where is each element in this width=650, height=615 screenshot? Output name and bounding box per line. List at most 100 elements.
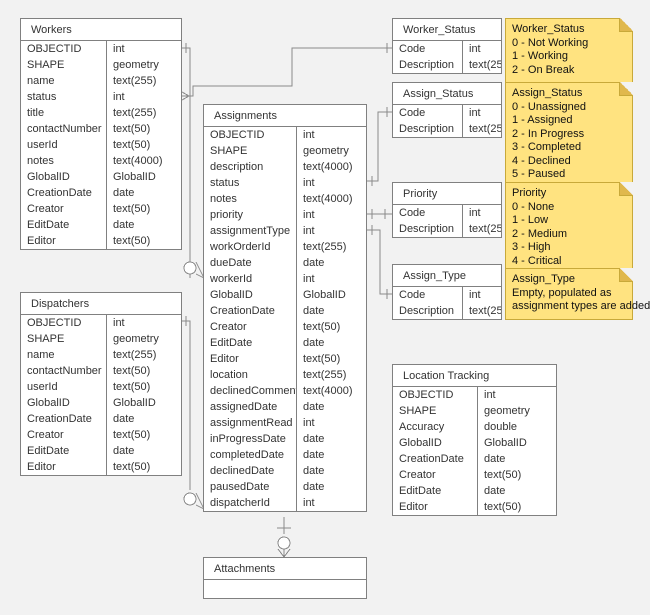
field-type: date bbox=[113, 187, 135, 199]
field-type: int bbox=[484, 389, 496, 401]
note-line: 2 - In Progress bbox=[512, 127, 585, 140]
field-table-attachments bbox=[204, 580, 366, 598]
entity-title-assignments: Assignments bbox=[204, 105, 366, 127]
note-title: Priority bbox=[512, 187, 547, 199]
field-type: text(50) bbox=[303, 321, 341, 333]
note-line: assignment types are added bbox=[512, 300, 650, 312]
note-line: 0 - None bbox=[512, 200, 555, 213]
field-type: date bbox=[303, 433, 325, 445]
field-type: text(50) bbox=[113, 365, 151, 377]
field-name: SHAPE bbox=[204, 143, 297, 159]
field-name: Creator bbox=[204, 319, 297, 335]
note-worker-status[interactable]: Worker_Status 0 - Not Working 1 - Workin… bbox=[505, 18, 633, 83]
field-type: GlobalID bbox=[113, 171, 156, 183]
field-name: GlobalID bbox=[21, 169, 107, 185]
entity-title-attachments: Attachments bbox=[204, 558, 366, 580]
note-line: 4 - Declined bbox=[512, 154, 571, 167]
field-type: date bbox=[303, 305, 325, 317]
note-title: Assign_Type bbox=[512, 273, 575, 285]
entity-title-worker-status: Worker_Status bbox=[393, 19, 501, 41]
field-type: int bbox=[303, 417, 315, 429]
field-type: text(50) bbox=[113, 123, 151, 135]
link-assignments-type-to-assign-type bbox=[367, 225, 392, 299]
field-name: CreationDate bbox=[204, 303, 297, 319]
note-fold-icon bbox=[619, 18, 633, 32]
note-assign-type[interactable]: Assign_Type Empty, populated as assignme… bbox=[505, 268, 650, 320]
link-assignments-priority-to-priority bbox=[367, 209, 392, 219]
entity-title-dispatchers: Dispatchers bbox=[21, 293, 181, 315]
field-name: GlobalID bbox=[393, 435, 478, 451]
table-row bbox=[204, 580, 366, 598]
entity-title-assign-type: Assign_Type bbox=[393, 265, 501, 287]
field-name: Description bbox=[393, 57, 463, 73]
field-type: date bbox=[303, 449, 325, 461]
field-name: EditDate bbox=[204, 335, 297, 351]
field-type: geometry bbox=[113, 59, 159, 71]
link-assignments-to-attachments bbox=[277, 517, 291, 558]
note-line: 3 - High bbox=[512, 241, 551, 253]
field-name: declinedDate bbox=[204, 463, 297, 479]
field-name: name bbox=[21, 73, 107, 89]
entity-title-location-tracking: Location Tracking bbox=[393, 365, 556, 387]
field-name: location bbox=[204, 367, 297, 383]
table-row: SHAPE geometry bbox=[204, 143, 366, 159]
entity-title-priority: Priority bbox=[393, 183, 501, 205]
field-name: SHAPE bbox=[393, 403, 478, 419]
field-type: text(50) bbox=[113, 235, 151, 247]
field-type: text(4000) bbox=[113, 155, 163, 167]
field-type: int bbox=[303, 209, 315, 221]
field-name: assignmentType bbox=[204, 223, 297, 239]
field-type: geometry bbox=[303, 145, 349, 157]
entity-title-workers: Workers bbox=[21, 19, 181, 41]
table-row: EditDate date bbox=[204, 335, 366, 351]
field-name: CreationDate bbox=[393, 451, 478, 467]
field-name: userId bbox=[21, 137, 107, 153]
field-type: geometry bbox=[484, 405, 530, 417]
field-name: status bbox=[21, 89, 107, 105]
field-type: text(50) bbox=[113, 381, 151, 393]
note-priority[interactable]: Priority 0 - None 1 - Low 2 - Medium 3 -… bbox=[505, 182, 633, 274]
table-row: Creator text(50) bbox=[204, 319, 366, 335]
field-type: date bbox=[303, 337, 325, 349]
field-type: text(50) bbox=[113, 429, 151, 441]
note-line: 0 - Not Working bbox=[512, 36, 589, 49]
field-name: notes bbox=[204, 191, 297, 207]
field-type: text(255) bbox=[469, 123, 501, 135]
field-name: notes bbox=[21, 153, 107, 169]
entity-attachments[interactable]: Attachments bbox=[203, 557, 367, 599]
table-row: CreationDate date bbox=[204, 303, 366, 319]
note-fold-icon bbox=[619, 182, 633, 196]
field-type: text(255) bbox=[469, 59, 501, 71]
field-type: text(255) bbox=[469, 305, 501, 317]
note-line: 0 - Unassigned bbox=[512, 100, 586, 113]
note-line: 1 - Low bbox=[512, 214, 549, 226]
